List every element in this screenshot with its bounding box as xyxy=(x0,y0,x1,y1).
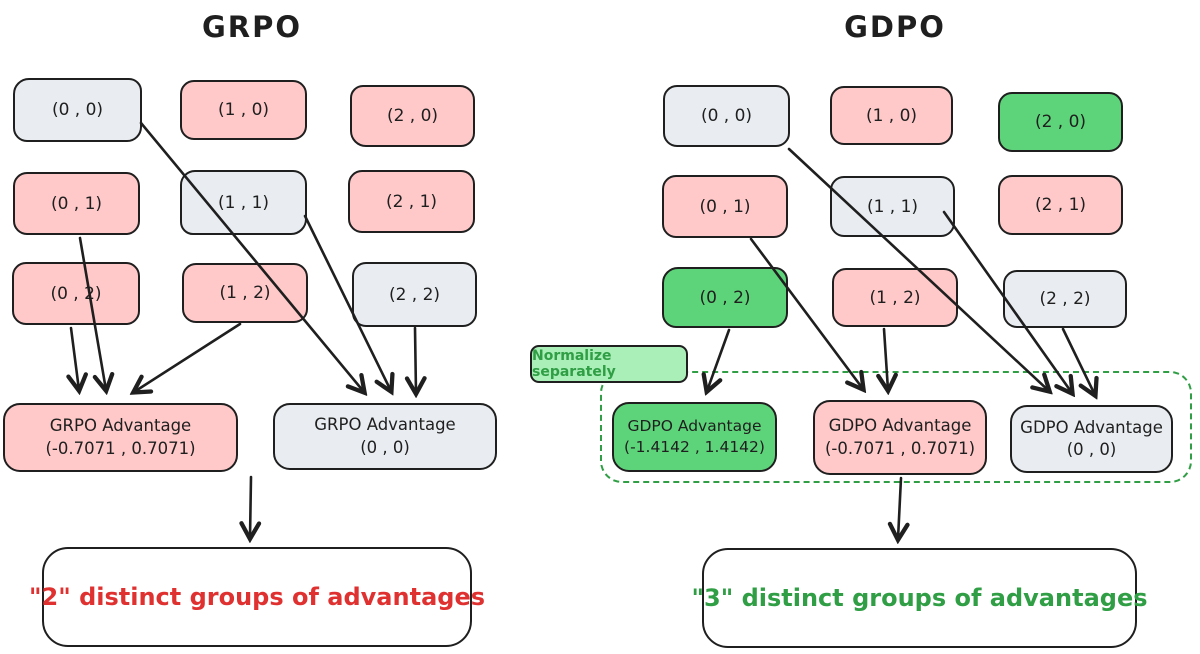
gdpo-cell-1-1: (1 , 1) xyxy=(830,176,955,237)
arrow-grpo-02-to-adv1 xyxy=(71,326,79,390)
grpo-advantage-1-name: GRPO Advantage xyxy=(49,416,192,436)
gdpo-advantage-box-2: GDPO Advantage (-0.7071 , 0.7071) xyxy=(813,400,987,475)
arrow-grpo-12-to-adv1 xyxy=(134,322,242,392)
gdpo-cell-1-2: (1 , 2) xyxy=(832,268,958,327)
gdpo-cell-0-0: (0 , 0) xyxy=(663,85,790,147)
grpo-cell-1-2: (1 , 2) xyxy=(182,263,308,323)
gdpo-cell-2-0: (2 , 0) xyxy=(998,92,1123,152)
grpo-cell-2-1: (2 , 1) xyxy=(348,170,475,233)
gdpo-advantage-3-name: GDPO Advantage xyxy=(1020,417,1163,437)
grpo-advantage-box-2: GRPO Advantage (0 , 0) xyxy=(273,403,497,470)
gdpo-advantage-2-name: GDPO Advantage xyxy=(828,416,972,436)
grpo-cell-1-0: (1 , 0) xyxy=(180,80,307,140)
grpo-advantage-box-1: GRPO Advantage (-0.7071 , 0.7071) xyxy=(3,403,238,472)
gdpo-advantage-box-3: GDPO Advantage (0 , 0) xyxy=(1010,405,1173,473)
grpo-cell-0-1: (0 , 1) xyxy=(13,172,140,235)
normalize-separately-label: Normalize separately xyxy=(530,345,688,383)
gdpo-advantage-3-value: (0 , 0) xyxy=(1066,440,1117,459)
gdpo-advantage-box-1: GDPO Advantage (-1.4142 , 1.4142) xyxy=(612,402,777,472)
arrow-grpo-00-to-adv2 xyxy=(139,121,364,392)
grpo-advantage-2-name: GRPO Advantage xyxy=(314,415,456,435)
left-diagram-title: GRPO xyxy=(201,10,303,44)
arrow-gdpo-adv-to-conclusion xyxy=(898,476,901,539)
grpo-conclusion-box: "2" distinct groups of advantages xyxy=(29,547,485,647)
grpo-cell-2-2: (2 , 2) xyxy=(352,262,477,327)
grpo-cell-2-0: (2 , 0) xyxy=(350,85,475,147)
grpo-cell-1-1: (1 , 1) xyxy=(180,170,307,235)
arrow-grpo-adv-to-conclusion xyxy=(250,475,251,538)
grpo-advantage-1-value: (-0.7071 , 0.7071) xyxy=(45,438,196,458)
grpo-cell-0-0: (0 , 0) xyxy=(13,78,142,142)
grpo-advantage-2-value: (0 , 0) xyxy=(360,437,410,457)
gdpo-conclusion-box: "3" distinct groups of advantages xyxy=(692,548,1148,648)
right-diagram-title: GDPO xyxy=(844,10,946,44)
gdpo-cell-2-2: (2 , 2) xyxy=(1003,270,1127,328)
arrow-grpo-22-to-adv2 xyxy=(415,326,416,393)
gdpo-cell-1-0: (1 , 0) xyxy=(830,86,953,145)
gdpo-cell-0-2: (0 , 2) xyxy=(662,267,788,328)
gdpo-cell-0-1: (0 , 1) xyxy=(662,175,788,238)
grpo-cell-0-2: (0 , 2) xyxy=(12,262,140,325)
gdpo-advantage-1-name: GDPO Advantage xyxy=(627,417,762,436)
gdpo-advantage-2-value: (-0.7071 , 0.7071) xyxy=(824,438,976,458)
gdpo-cell-2-1: (2 , 1) xyxy=(998,175,1123,235)
gdpo-advantage-1-value: (-1.4142 , 1.4142) xyxy=(624,438,765,456)
